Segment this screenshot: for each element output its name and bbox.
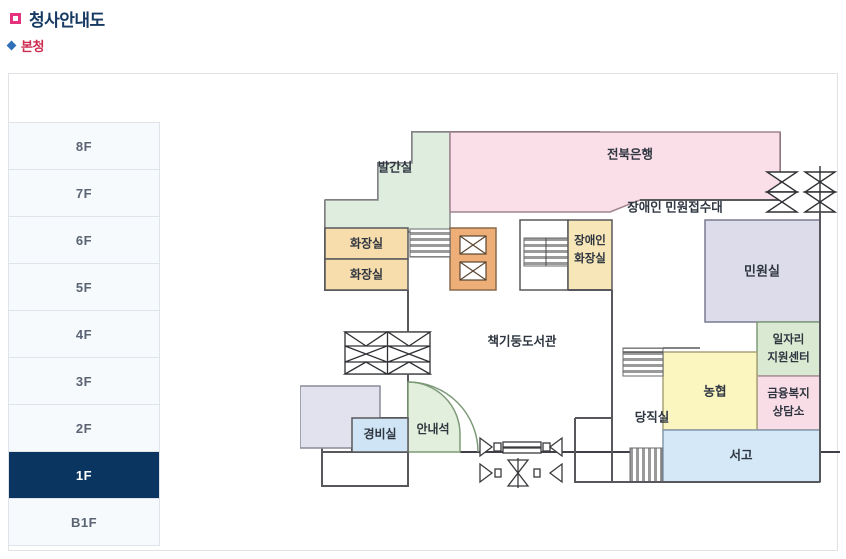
floor-item-4f[interactable]: 4F [9,311,159,358]
room-label-job-center-1: 일자리 [773,332,805,346]
room-label-finance-welfare-2: 상담소 [773,404,805,418]
page-title: 청사안내도 [10,6,105,31]
floor-item-b1f[interactable]: B1F [9,499,159,546]
floor-item-1f[interactable]: 1F [9,452,159,499]
room-nonghyup[interactable]: 농협 [662,351,758,431]
room-label-civil-service: 민원실 [744,263,780,278]
floor-item-5f[interactable]: 5F [9,264,159,311]
accessible-restroom-wall [568,289,613,350]
room-label-restroom-lower: 화장실 [350,267,383,282]
stairs-mid-left [342,331,433,375]
room-label-balganshil: 발간실 [378,159,413,174]
room-disabled-restroom[interactable]: 장애인 화장실 [519,219,613,291]
room-label-security: 경비실 [363,426,396,441]
room-label-disabled-restroom-2: 화장실 [574,251,606,265]
room-restroom-lower[interactable]: 화장실 [324,258,409,291]
page-title-label: 청사안내도 [29,11,105,30]
elevator-block[interactable] [449,227,497,291]
floor-plan-diagram: 발간실 전북은행 화장실 화장실 [300,100,840,500]
title-square-icon [10,13,21,24]
room-label-disabled-restroom-1: 장애인 [574,233,606,247]
room-civil-service[interactable]: 민원실 [704,219,821,323]
breadcrumb: 본청 [6,36,44,55]
room-label-finance-welfare-1: 금융복지 [767,386,809,400]
floor-item-7f[interactable]: 7F [9,170,159,217]
room-label-nonghyup: 농협 [703,383,726,398]
stair-hatch-duty [629,447,663,483]
room-label-duty: 당직실 [635,409,670,424]
entrance-sliding-door-icon [479,436,563,458]
room-info-desk[interactable]: 안내석 [407,381,479,453]
room-finance-welfare[interactable]: 금융복지 상담소 [756,375,821,431]
room-security[interactable]: 경비실 [351,417,409,453]
room-label-archive: 서고 [729,447,753,462]
east-wing-walls [574,212,821,483]
elevator-lobby-hatch [409,228,451,258]
floor-item-8f[interactable]: 8F [9,123,159,170]
diamond-bullet-icon [6,40,17,51]
label-disabled-reception: 장애인 민원접수대 [627,199,722,214]
room-label-jeonbuk-bank: 전북은행 [607,146,653,161]
room-restroom-upper[interactable]: 화장실 [324,227,409,260]
room-label-restroom-upper: 화장실 [350,236,383,251]
floor-item-6f[interactable]: 6F [9,217,159,264]
corridor-wall-nonghyup [623,347,700,353]
floor-item-3f[interactable]: 3F [9,358,159,405]
room-balganshil[interactable]: 발간실 [324,131,451,233]
stairs-upper-right [764,166,838,218]
floor-item-2f[interactable]: 2F [9,405,159,452]
breadcrumb-label: 본청 [21,39,44,54]
entrance-swing-door-icon [479,458,563,488]
room-archive[interactable]: 서고 [662,429,821,483]
room-duty[interactable]: 당직실 [300,385,670,449]
label-library: 책기둥도서관 [487,333,557,348]
room-label-job-center-2: 지원센터 [767,350,809,364]
room-label-info-desk: 안내석 [416,421,449,436]
room-job-center[interactable]: 일자리 지원센터 [756,321,821,377]
